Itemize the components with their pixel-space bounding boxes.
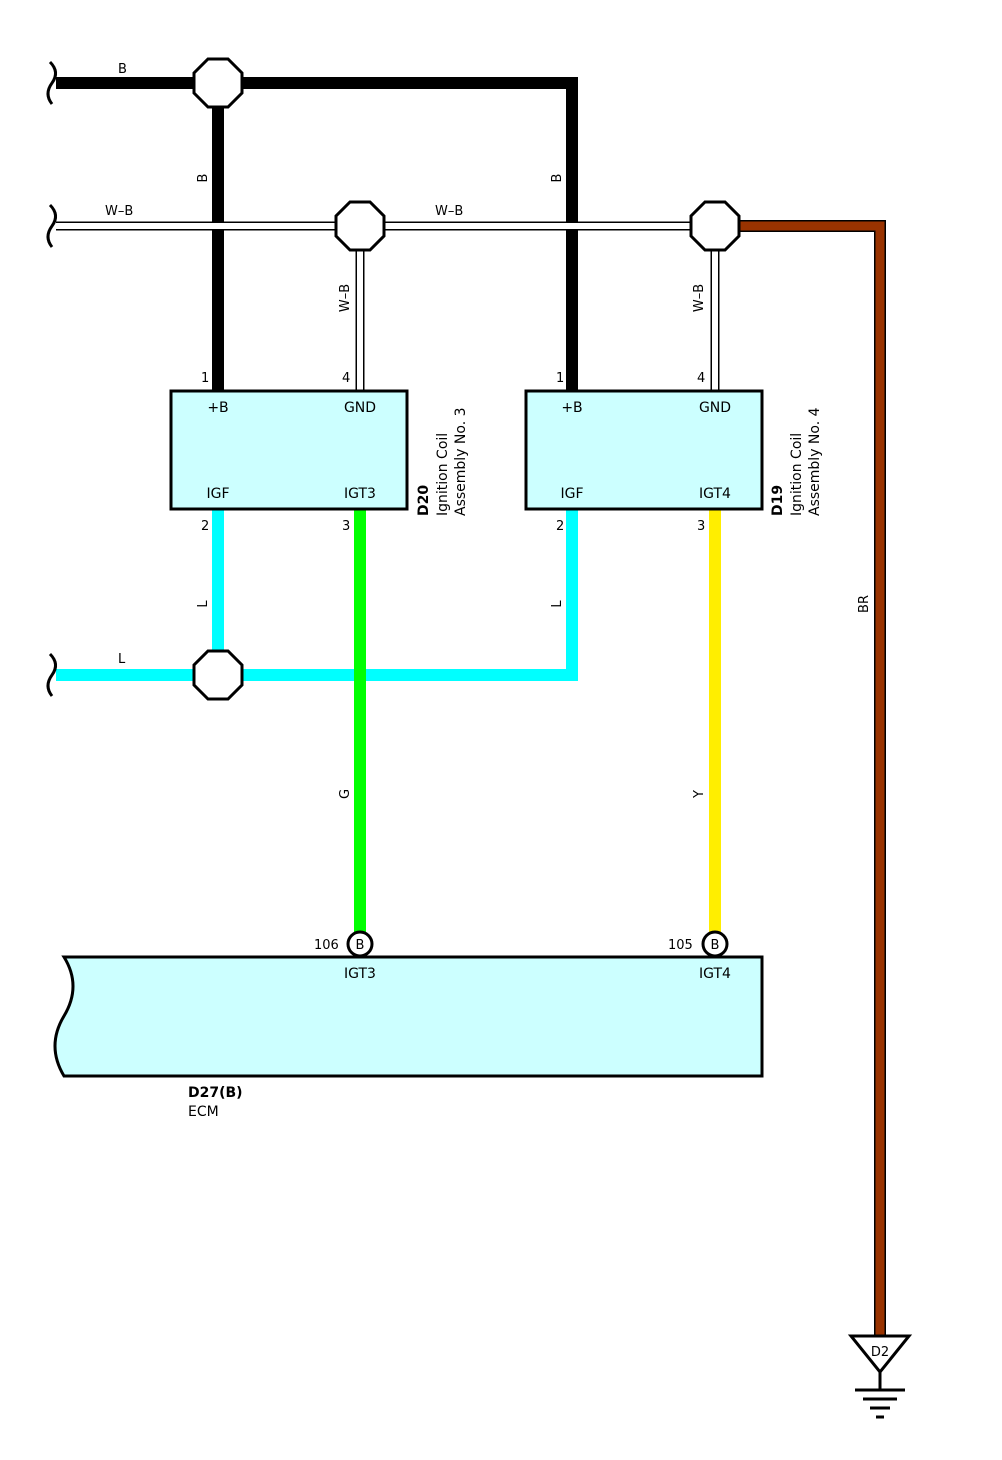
ecm-pin-106-number: 106 (314, 938, 339, 953)
wire-label-g: G (338, 789, 353, 799)
d20-terminal-igf: IGF (206, 486, 229, 502)
wire-label-wb-left: W–B (105, 204, 133, 219)
ecm-connectors (346, 930, 729, 958)
component-d19 (524, 389, 764, 511)
splice-wb-left (334, 200, 386, 252)
ecm-code: D27(B) (188, 1085, 243, 1101)
wire-br (738, 220, 886, 1338)
splice-points (192, 57, 741, 701)
d19-terminal-igt4: IGT4 (699, 486, 731, 502)
d20-pin-1-number: 1 (201, 371, 209, 386)
ecm-pin-105-number: 105 (668, 938, 693, 953)
wire-label-l-left: L (118, 652, 126, 667)
d19-pin-4-number: 4 (697, 371, 705, 386)
d19-terminal-gnd: GND (699, 400, 731, 416)
d19-pin-1-number: 1 (556, 371, 564, 386)
wire-l (56, 510, 578, 681)
d20-terminal-gnd: GND (344, 400, 376, 416)
d20-pin-3-number: 3 (342, 519, 350, 534)
d20-code: D20 (416, 485, 432, 516)
wire-label-b-right: B (550, 174, 565, 183)
ecm-connector-letter-106: B (356, 938, 365, 953)
d20-pin-4-number: 4 (342, 371, 350, 386)
d20-name-line2: Assembly No. 3 (453, 407, 469, 516)
ecm-terminal-igt4: IGT4 (699, 966, 731, 982)
ecm-terminal-igt3: IGT3 (344, 966, 376, 982)
d20-terminal-plus-b: +B (207, 400, 228, 416)
wire-label-l-d20: L (196, 600, 211, 608)
d19-code: D19 (770, 485, 786, 516)
splice-b (192, 57, 244, 109)
wire-wb (56, 221, 720, 392)
wire-label-wb-mid: W–B (435, 204, 463, 219)
d20-name-line1: Ignition Coil (435, 433, 451, 516)
wire-label-y: Y (692, 790, 707, 799)
wire-label-b-top: B (118, 62, 127, 77)
d19-name-line2: Assembly No. 4 (807, 407, 823, 516)
d19-pin-3-number: 3 (697, 519, 705, 534)
splice-wb-right (689, 200, 741, 252)
d19-terminal-igf: IGF (560, 486, 583, 502)
wire-label-wb-d20: W–B (338, 284, 353, 312)
ecm-connector-letter-105: B (711, 938, 720, 953)
d19-pin-2-number: 2 (556, 519, 564, 534)
wire-label-wb-d19: W–B (692, 284, 707, 312)
ground-symbol (847, 1334, 913, 1419)
ecm-name: ECM (188, 1104, 219, 1120)
splice-l (192, 649, 244, 701)
d19-terminal-plus-b: +B (561, 400, 582, 416)
wire-label-l-d19: L (550, 600, 565, 608)
d20-terminal-igt3: IGT3 (344, 486, 376, 502)
wire-b (56, 77, 578, 392)
d19-name-line1: Ignition Coil (789, 433, 805, 516)
wire-label-br: BR (857, 595, 872, 613)
component-ecm (53, 955, 764, 1078)
wire-break-symbols (46, 60, 57, 697)
component-d20 (169, 389, 409, 511)
wire-label-b-left: B (196, 174, 211, 183)
ground-label: D2 (871, 1345, 889, 1360)
d20-pin-2-number: 2 (201, 519, 209, 534)
